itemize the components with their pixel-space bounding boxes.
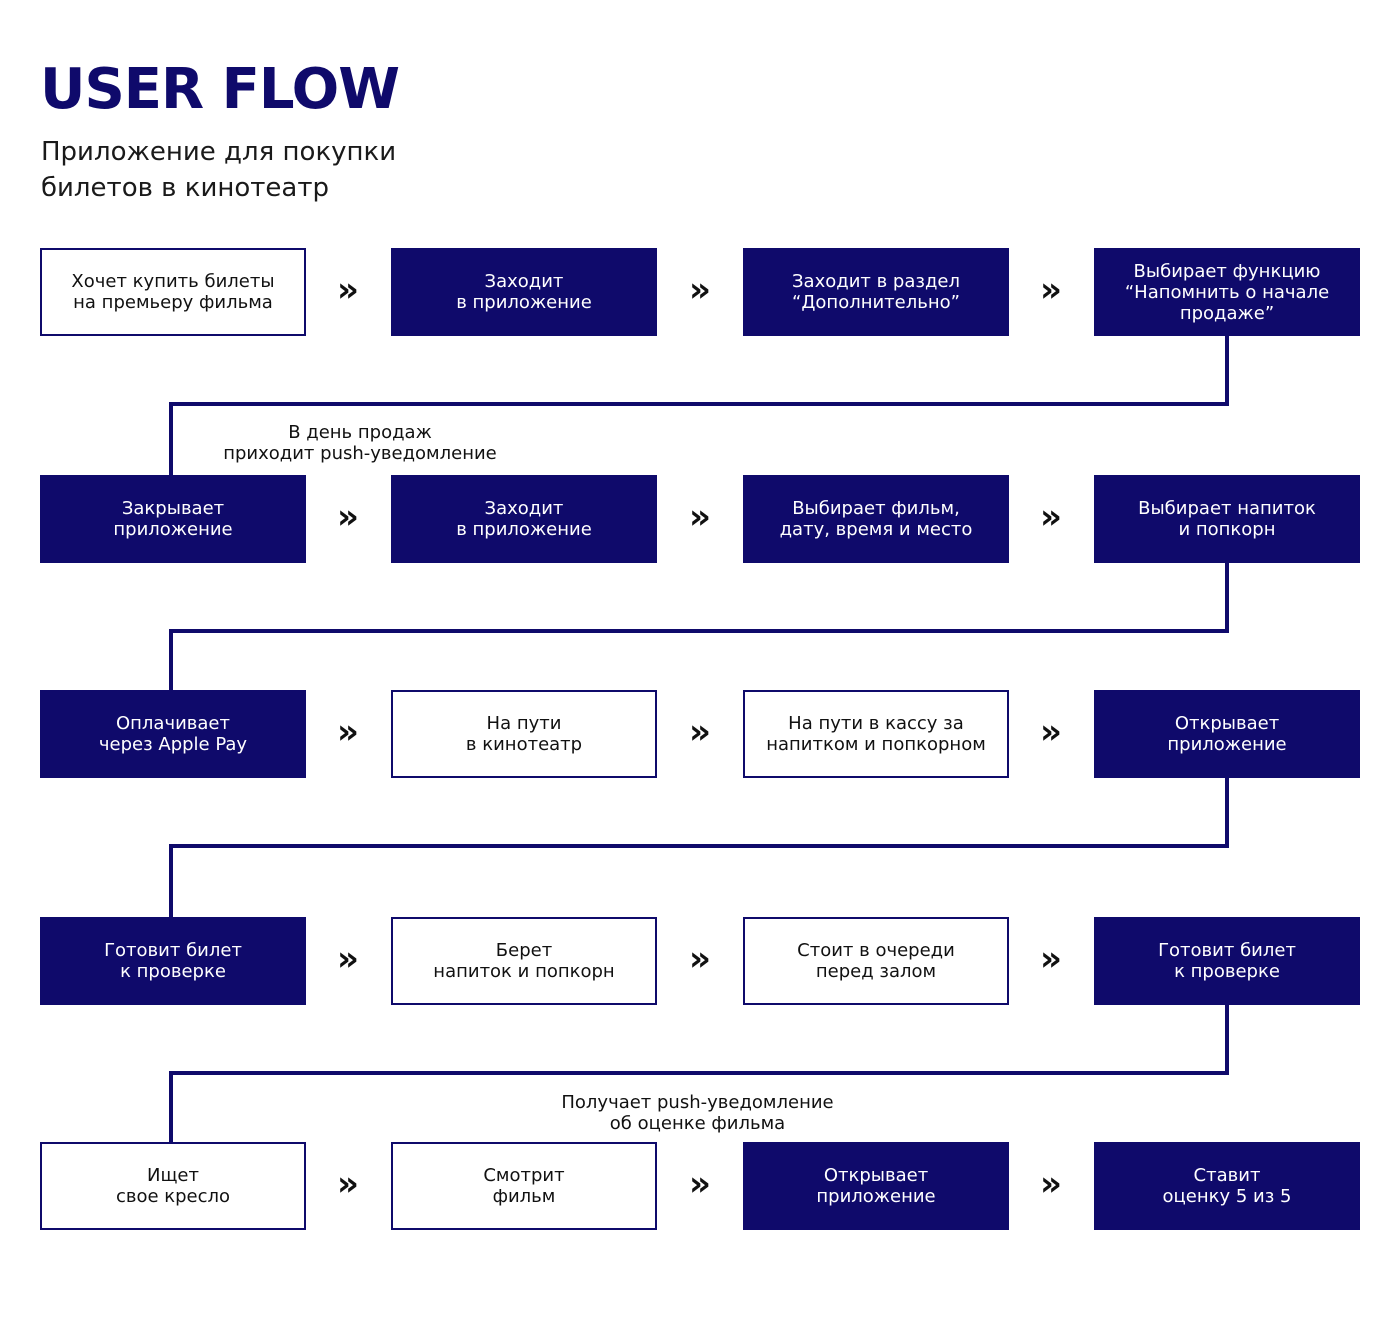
flow-step-6: Заходит в приложение — [391, 475, 657, 563]
double-chevron-icon: » — [689, 939, 711, 979]
flow-step-19: Открывает приложение — [743, 1142, 1009, 1230]
flow-step-7: Выбирает фильм, дату, время и место — [743, 475, 1009, 563]
flow-step-4: Выбирает функцию “Напомнить о начале про… — [1094, 248, 1360, 336]
flow-step-12: Открывает приложение — [1094, 690, 1360, 778]
flow-step-8: Выбирает напиток и попкорн — [1094, 475, 1360, 563]
double-chevron-icon: » — [337, 712, 359, 752]
double-chevron-icon: » — [337, 497, 359, 537]
flow-step-14: Берет напиток и попкорн — [391, 917, 657, 1005]
flow-step-1: Хочет купить билеты на премьеру фильма — [40, 248, 306, 336]
double-chevron-icon: » — [1040, 939, 1062, 979]
double-chevron-icon: » — [689, 270, 711, 310]
page-title: USER FLOW — [40, 57, 400, 122]
flow-step-5: Закрывает приложение — [40, 475, 306, 563]
double-chevron-icon: » — [1040, 712, 1062, 752]
flow-step-10: На пути в кинотеатр — [391, 690, 657, 778]
flow-step-17: Ищет свое кресло — [40, 1142, 306, 1230]
double-chevron-icon: » — [337, 1164, 359, 1204]
note-rating-notification: Получает push-уведомление об оценке филь… — [561, 1092, 834, 1134]
flow-step-16: Готовит билет к проверке — [1094, 917, 1360, 1005]
double-chevron-icon: » — [1040, 497, 1062, 537]
flow-step-18: Смотрит фильм — [391, 1142, 657, 1230]
double-chevron-icon: » — [689, 497, 711, 537]
double-chevron-icon: » — [689, 1164, 711, 1204]
flow-step-20: Ставит оценку 5 из 5 — [1094, 1142, 1360, 1230]
connector-row2-row3 — [169, 562, 1229, 690]
double-chevron-icon: » — [337, 939, 359, 979]
double-chevron-icon: » — [1040, 1164, 1062, 1204]
double-chevron-icon: » — [1040, 270, 1062, 310]
flow-step-11: На пути в кассу за напитком и попкорном — [743, 690, 1009, 778]
note-push-notification: В день продаж приходит push-уведомление — [223, 422, 497, 464]
double-chevron-icon: » — [337, 270, 359, 310]
flow-step-3: Заходит в раздел “Дополнительно” — [743, 248, 1009, 336]
flow-step-13: Готовит билет к проверке — [40, 917, 306, 1005]
double-chevron-icon: » — [689, 712, 711, 752]
flow-step-15: Стоит в очереди перед залом — [743, 917, 1009, 1005]
flow-step-2: Заходит в приложение — [391, 248, 657, 336]
flow-step-9: Оплачивает через Apple Pay — [40, 690, 306, 778]
page-subtitle: Приложение для покупки билетов в кинотеа… — [41, 137, 397, 203]
connector-row3-row4 — [169, 777, 1229, 917]
